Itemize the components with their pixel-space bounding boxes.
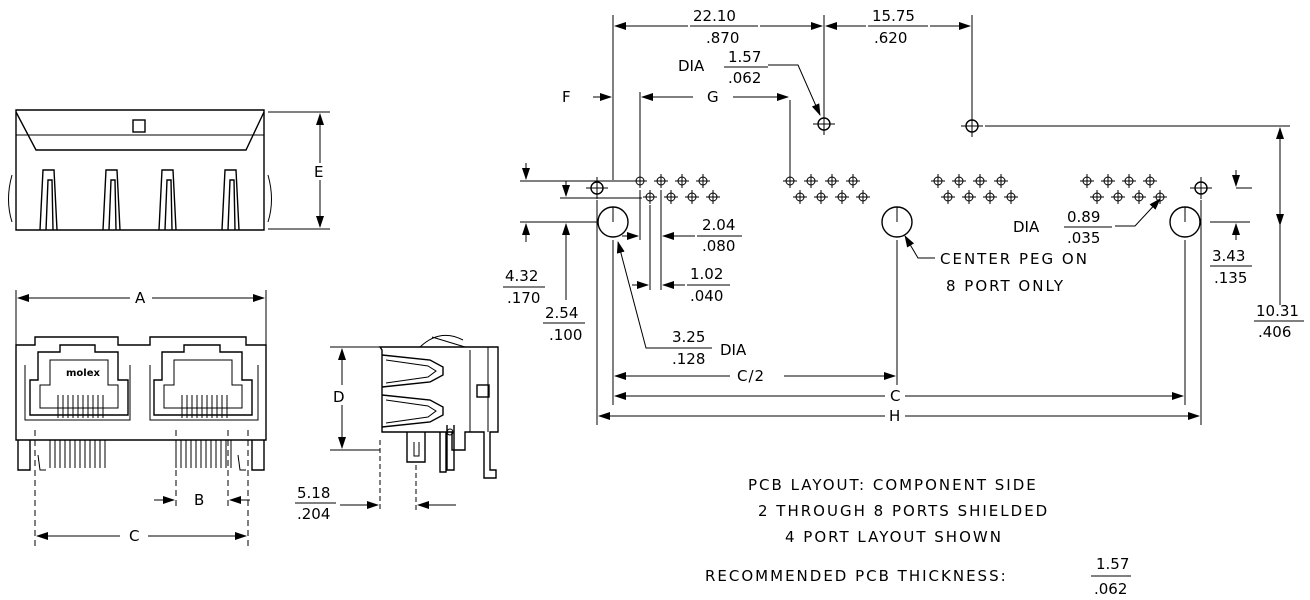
note-line3: 4 PORT LAYOUT SHOWN [785,528,1003,546]
peg-dia-in: .128 [672,350,705,368]
v2-in: .100 [549,326,582,344]
side-dim-in: .204 [297,505,330,523]
side-view [330,334,499,510]
dim-C-front: C [129,527,140,545]
center-peg-line1: CENTER PEG ON [940,250,1089,268]
v4-in: .406 [1258,323,1291,341]
v3-mm: 3.43 [1212,247,1245,265]
side-dim-mm: 5.18 [297,484,330,502]
dim-15-75-in: .620 [874,29,907,47]
top-dia-prefix: DIA [678,57,705,75]
dim-D: D [333,388,346,406]
dim-G: G [707,88,720,106]
v4-mm: 10.31 [1256,302,1299,320]
dim-C2: C/2 [737,367,765,385]
pin-group-2 [782,173,871,205]
dim-B: B [194,491,205,509]
peg-dia-suffix: DIA [720,341,747,359]
pin-pitch-in: .080 [702,237,735,255]
dim-E: E [314,163,324,181]
dim-C-pcb: C [890,387,901,405]
center-peg-line2: 8 PORT ONLY [946,277,1065,295]
dim-F: F [562,88,572,106]
dim-A: A [135,289,146,307]
pin-offset-mm: 1.02 [690,265,723,283]
small-dia-in: .035 [1067,229,1100,247]
v2-mm: 2.54 [545,304,578,322]
thickness-label: RECOMMENDED PCB THICKNESS: [705,567,1008,585]
dim-22-10-mm: 22.10 [693,7,736,25]
pin-pitch-mm: 2.04 [702,216,735,234]
pcb-layout [520,15,1290,425]
top-dia-mm: 1.57 [728,48,761,66]
v1-mm: 4.32 [505,267,538,285]
peg-dia-mm: 3.25 [672,328,705,346]
v1-in: .170 [507,289,540,307]
pin-group-4 [1079,173,1168,205]
thickness-mm: 1.57 [1096,555,1129,573]
small-dia-mm: 0.89 [1067,208,1100,226]
v3-in: .135 [1214,269,1247,287]
top-dia-in: .062 [728,69,761,87]
dim-H: H [889,407,901,425]
front-view [15,290,267,548]
note-line1: PCB LAYOUT: COMPONENT SIDE [748,476,1038,494]
small-dia-prefix: DIA [1013,218,1040,236]
note-line2: 2 THROUGH 8 PORTS SHIELDED [758,502,1049,520]
top-view [8,109,330,231]
dim-22-10-in: .870 [706,29,739,47]
brand-molex: molex [66,368,101,379]
pin-group-3 [930,173,1019,205]
pin-group-1 [632,173,721,205]
dim-15-75-mm: 15.75 [872,7,915,25]
thickness-in: .062 [1094,580,1127,598]
pin-offset-in: .040 [690,287,723,305]
